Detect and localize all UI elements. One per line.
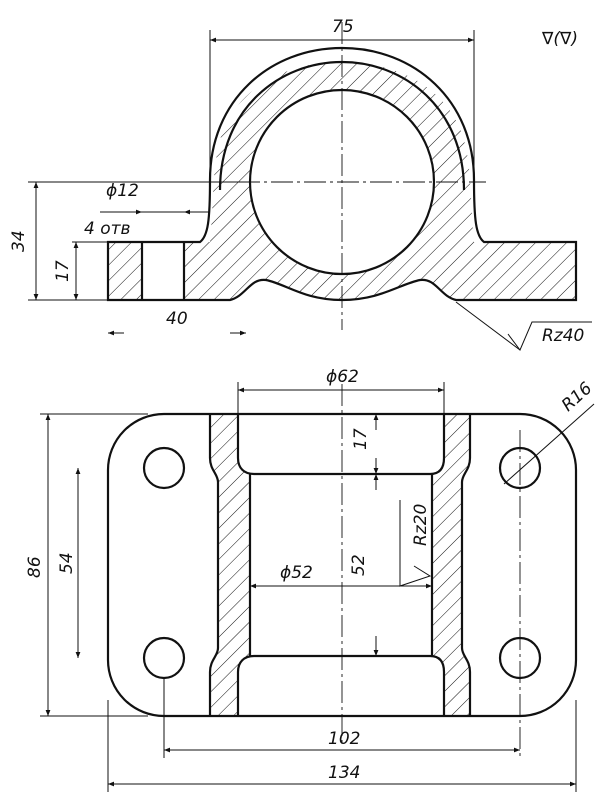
rz20-text: Rz20 (411, 504, 431, 546)
dim-r16-leader (503, 403, 595, 485)
rz20-check-mark (399, 500, 432, 587)
roughness-general-text: ∇(∇) (541, 29, 578, 49)
dim-52-text: 52 (349, 554, 369, 576)
dim-hole-count-text: 4 отв (84, 219, 131, 239)
dim-40-text: 40 (166, 309, 188, 329)
rz40-leader (455, 301, 521, 351)
dim-17-collar-text: 17 (351, 428, 371, 450)
dim-phi52-text: ϕ52 (280, 563, 313, 583)
dim-17-base-text: 17 (53, 260, 73, 282)
dim-54-text: 54 (57, 552, 77, 574)
top-hole-top-left (142, 446, 186, 490)
dim-86-text: 86 (25, 556, 45, 578)
dim-75-text: 75 (332, 17, 354, 37)
top-wall-left-section (210, 414, 250, 716)
top-wall-right-section (432, 414, 470, 716)
top-view: ϕ62 R16 17 Rz20 86 54 ϕ52 52 102 (25, 367, 596, 792)
top-wall-left-outline (208, 414, 220, 716)
top-bore-outline-bottom (236, 654, 446, 716)
dim-102-text: 102 (328, 729, 360, 749)
rz40-text: Rz40 (542, 326, 584, 346)
dim-134-text: 134 (328, 763, 360, 783)
top-bore-outline (236, 414, 446, 476)
front-body-outline (106, 46, 578, 302)
front-flange-left-section (108, 242, 142, 300)
rz40-check-mark (507, 321, 592, 351)
dim-phi12-text: ϕ12 (106, 181, 139, 201)
top-wall-right-outline (460, 414, 472, 716)
front-view: 75 ∇(∇) 34 17 ϕ12 4 отв 40 Rz40 (9, 17, 592, 351)
dim-r16-text: R16 (558, 378, 596, 415)
top-hole-bottom-left (142, 636, 186, 680)
dim-34-text: 34 (9, 230, 29, 252)
dim-phi62-text: ϕ62 (326, 367, 359, 387)
